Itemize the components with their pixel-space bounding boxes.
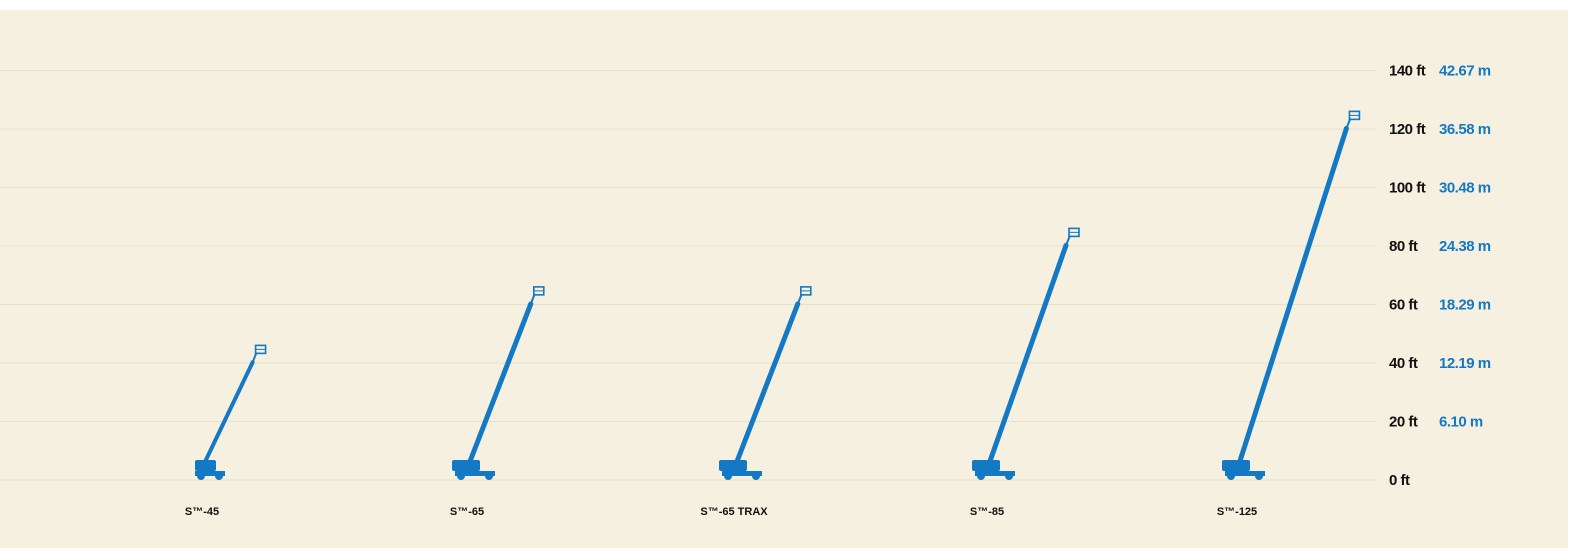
y-tick-label-ft: 0 ft [1389, 472, 1410, 489]
chassis [1225, 471, 1265, 476]
turntable [719, 460, 747, 471]
lift-silhouette [1222, 110, 1361, 480]
boom-tip [765, 303, 800, 385]
chassis [195, 471, 225, 476]
y-tick-label-m: 24.38 m [1439, 238, 1491, 255]
y-tick-label-ft: 140 ft [1389, 63, 1426, 80]
lift-silhouette [195, 344, 267, 480]
y-tick-label-m: 12.19 m [1439, 355, 1491, 372]
turntable [195, 460, 216, 471]
lift-height-chart: 0 ft 20 ft 6.10 m 40 ft 12.19 m 60 ft 18.29 m 8… [0, 63, 1491, 518]
chassis [722, 471, 762, 476]
model-label: S™-65 [450, 506, 484, 518]
lift-silhouette [972, 227, 1080, 480]
model-labels: S™-45 S™-65 S™-65 TRAX S™-85 S™-125 [185, 506, 1257, 518]
y-tick-label-m: 30.48 m [1439, 180, 1491, 197]
y-tick-label-ft: 40 ft [1389, 355, 1418, 372]
boom-tip [498, 303, 533, 385]
lift-silhouettes [195, 110, 1361, 480]
chassis [455, 471, 495, 476]
y-tick-label-m: 36.58 m [1439, 121, 1491, 138]
y-axis-ticks: 0 ft 20 ft 6.10 m 40 ft 12.19 m 60 ft 18.29 m 8… [1389, 63, 1491, 490]
grid-lines [0, 70, 1376, 481]
model-label: S™-45 [185, 506, 219, 518]
y-tick-label-ft: 60 ft [1389, 297, 1418, 314]
y-tick-label-ft: 120 ft [1389, 121, 1426, 138]
model-label: S™-85 [970, 506, 1004, 518]
y-tick-label-ft: 20 ft [1389, 414, 1418, 431]
y-tick-label-m: 18.29 m [1439, 297, 1491, 314]
y-tick-label-ft: 100 ft [1389, 180, 1426, 197]
turntable [1222, 460, 1250, 471]
turntable [972, 460, 1000, 471]
lift-silhouette [452, 286, 545, 480]
turntable [452, 460, 480, 471]
model-label: S™-65 TRAX [700, 506, 768, 518]
y-tick-label-m: 6.10 m [1439, 414, 1483, 431]
model-label: S™-125 [1217, 506, 1257, 518]
chart-panel: 0 ft 20 ft 6.10 m 40 ft 12.19 m 60 ft 18.29 m 8… [0, 10, 1568, 548]
chassis [975, 471, 1015, 476]
boom-tip [1026, 244, 1068, 356]
boom-tip [227, 361, 254, 414]
y-tick-label-m: 42.67 m [1439, 63, 1491, 80]
boom-tip [1291, 127, 1348, 297]
lift-silhouette [719, 286, 812, 480]
y-tick-label-ft: 80 ft [1389, 238, 1418, 255]
